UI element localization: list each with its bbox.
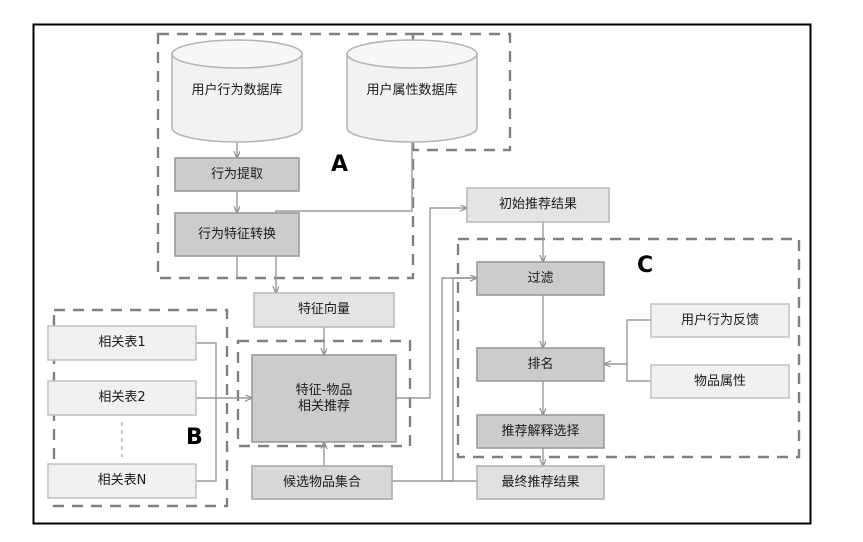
node-related-table-2-box (47, 380, 197, 416)
edge-recommend-to-initial (396, 208, 467, 399)
node-behavior-feature-transform-box (174, 212, 300, 257)
node-user-attribute-db (346, 39, 478, 143)
node-recommend-explanation-select-box (476, 414, 605, 449)
edge-tablen-bus (196, 398, 217, 482)
node-feature-item-recommend-box (251, 354, 397, 443)
node-initial-recommend-result-box (466, 187, 610, 223)
group-box-c (456, 237, 801, 459)
edge-feedback-bus-bottom (626, 364, 651, 382)
group-box-b (52, 308, 229, 508)
node-item-attribute-box (650, 364, 790, 399)
node-related-table-1-box (47, 325, 197, 361)
node-user-behavior-feedback-box (650, 303, 790, 338)
edge-feedback-bus-top (626, 319, 651, 364)
node-candidate-item-set-box (251, 465, 393, 500)
node-ranking-box (476, 347, 605, 382)
node-behavior-extraction-box (174, 157, 300, 192)
node-related-table-n-box (47, 463, 197, 499)
edge-table1-bus (196, 342, 217, 398)
node-final-recommend-result-box (476, 465, 605, 500)
node-user-behavior-db (171, 39, 303, 143)
node-filter-box (476, 261, 605, 296)
group-box-a (156, 32, 415, 280)
node-feature-vector-box (253, 292, 395, 328)
edge-final-feedback-loop (441, 278, 495, 482)
